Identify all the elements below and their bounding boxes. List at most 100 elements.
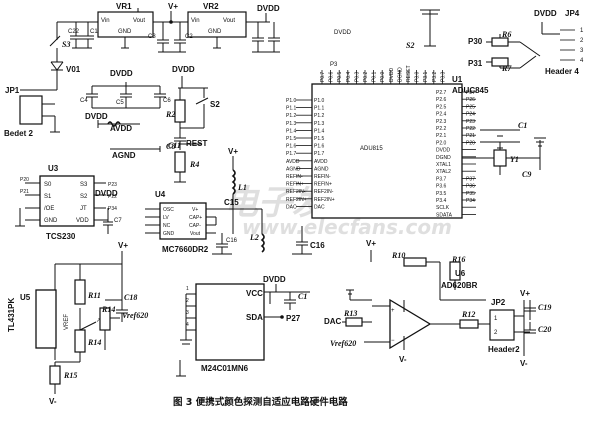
u4-pin-capn: CAP- bbox=[189, 223, 201, 229]
u1-left-net-label: DAC bbox=[286, 204, 297, 210]
u1-left-net-label: P1.1 bbox=[286, 106, 297, 112]
figure-caption: 图 3 便携式颜色探测自适应电路硬件电路 bbox=[173, 396, 348, 408]
u1-top-pin-label: P0.4 bbox=[346, 71, 352, 82]
connector-jp2 bbox=[489, 309, 515, 341]
u4-pin-vplus: V+ bbox=[192, 207, 198, 213]
u3-pin-vdd: VDD bbox=[76, 218, 89, 224]
u1-left-net-label: REFIN+ bbox=[286, 182, 304, 188]
regulator-vr2 bbox=[187, 11, 247, 38]
u1-top-pin-label: P0.3 bbox=[354, 71, 360, 82]
vref620-label: Vref620 bbox=[122, 311, 148, 320]
c6-label: C6 bbox=[163, 98, 171, 104]
u1-left-net-label: P1.2 bbox=[286, 113, 297, 119]
u1-left-pin-label: P1.1 bbox=[314, 106, 325, 112]
u1-left-pin-label: REFIN- bbox=[314, 174, 331, 180]
u1-right-net-label: P36 bbox=[466, 184, 475, 190]
u6-plus-sign: + bbox=[391, 308, 395, 314]
u1-right-pin-label: P2.4 bbox=[436, 112, 447, 118]
u3-net-p23: P23 bbox=[108, 182, 117, 188]
u4-pin-osc: OSC bbox=[163, 207, 174, 213]
u1-left-pin-label: P1.7 bbox=[314, 151, 325, 157]
r16-label: R16 bbox=[451, 255, 465, 264]
u3-tcs230: U3 S0 S1 /OE GND S3 S2 JT VDD P20 P21 P2… bbox=[15, 164, 122, 241]
u4-part: MC7660DR2 bbox=[162, 245, 209, 254]
u1-center-label: ADU815 bbox=[360, 146, 383, 152]
vplus-u6-label: V+ bbox=[366, 239, 376, 248]
jp1-name: Bedet 2 bbox=[4, 129, 33, 138]
u1-ref: U1 bbox=[452, 75, 463, 84]
resistor-r4 bbox=[174, 151, 186, 173]
u1-right-net-label: P22 bbox=[466, 126, 475, 132]
u1-left-pin-label: DAC bbox=[314, 204, 325, 210]
u1-left-net-label: P1.3 bbox=[286, 121, 297, 127]
avdd-label: AVDD bbox=[110, 124, 132, 133]
r7-label: R7 bbox=[501, 64, 512, 73]
u1-right-net-label: P35 bbox=[466, 191, 475, 197]
u1-left-pin-label: P1.4 bbox=[314, 128, 325, 134]
u4-pin-capp: CAP+ bbox=[189, 215, 202, 221]
u1-top-pin-label: P0.7 bbox=[320, 71, 326, 82]
eeprom-pin-a2: 3 bbox=[186, 310, 189, 316]
u1-aduc845: U1 ADUC845 ADU815 DVDD P3 P1.0P1.0P1.1P1… bbox=[286, 30, 489, 219]
c19-label: C19 bbox=[538, 303, 551, 312]
u4-pin-nc: NC bbox=[163, 223, 171, 229]
u1-right-net-label: P27 bbox=[466, 90, 475, 96]
resistor-r3 bbox=[174, 99, 186, 123]
vminus-u6-label: V- bbox=[399, 355, 407, 364]
r4-label: R4 bbox=[189, 160, 199, 169]
u1-left-pin-label: REFIN+ bbox=[314, 182, 332, 188]
dvdd-reset-label: DVDD bbox=[172, 65, 195, 74]
r15-label: R15 bbox=[63, 371, 77, 380]
u1-right-pin-label: P2.3 bbox=[436, 119, 447, 125]
u3-pin-s1: S1 bbox=[44, 194, 52, 200]
u1-top-pin-label: P3.0 bbox=[415, 71, 421, 82]
l2-label: L2 bbox=[249, 233, 259, 242]
dvdd-avdd-label: DVDD bbox=[110, 69, 133, 78]
u3-net-p20: P20 bbox=[20, 177, 29, 183]
u1-chip-body bbox=[311, 83, 463, 219]
c7-label: C7 bbox=[114, 218, 122, 224]
u3-pin-gnd: GND bbox=[44, 218, 58, 224]
u1-right-pin-label: DVDD bbox=[436, 148, 451, 154]
u1-left-net-label: AGND bbox=[286, 166, 301, 172]
jp2-section: JP2 1 2 Header2 V+ C19 C20 V- bbox=[488, 289, 551, 368]
dvdd-mid-label: DVDD bbox=[85, 112, 108, 121]
u1-right-pin-label: XTAL2 bbox=[436, 169, 451, 175]
u1-right-pin-label: P2.0 bbox=[436, 140, 447, 146]
u1-left-net-label: P1.5 bbox=[286, 136, 297, 142]
jp2-label: JP2 bbox=[491, 298, 506, 307]
u3-part: TCS230 bbox=[46, 232, 76, 241]
u3-pin-oe: /OE bbox=[44, 206, 54, 212]
eeprom-part: M24C01MN6 bbox=[201, 364, 249, 373]
u1-top-pin-label: P3.2 bbox=[432, 71, 438, 82]
resistor-r15 bbox=[49, 365, 61, 385]
u1-top-pin-label: P0.5 bbox=[337, 71, 343, 82]
s2-top-label: S2 bbox=[406, 41, 414, 50]
u1-right-pin-label: P3.5 bbox=[436, 191, 447, 197]
u1-top-pin-label: RESET bbox=[406, 65, 412, 82]
u1-right-pin-label: SDATA bbox=[436, 212, 453, 218]
u4-pin-lv: LV bbox=[163, 215, 169, 221]
u1-right-pin-label: P2.7 bbox=[436, 90, 447, 96]
vplus-jp2-label: V+ bbox=[520, 289, 530, 298]
c8-label: C8 bbox=[166, 142, 175, 151]
resistor-r12 bbox=[459, 319, 479, 329]
resistor-r6 bbox=[491, 37, 509, 47]
u1-left-pin-label: REF2IN+ bbox=[314, 197, 335, 203]
vplus-top-label: V+ bbox=[168, 2, 178, 11]
u5-tl431: V+ U5 TL431PK R11 VREF R14 R15 V- ↗ R14 … bbox=[7, 241, 148, 406]
vminus-u5-label: V- bbox=[49, 397, 57, 406]
pot-arrow: ↗ bbox=[96, 318, 101, 324]
u1-right-pin-label: P3.6 bbox=[436, 184, 447, 190]
c1-eeprom-label: C1 bbox=[298, 292, 307, 301]
c1-label: C1 bbox=[90, 29, 98, 35]
u1-left-net-label: AVDD bbox=[286, 159, 300, 165]
u1-right-net-label: P37 bbox=[466, 176, 475, 182]
jp4-label: JP4 bbox=[565, 9, 580, 18]
s3-label: S3 bbox=[62, 40, 70, 49]
r2-label: R2 bbox=[165, 110, 175, 119]
u1-top-pin-label: P0.2 bbox=[363, 71, 369, 82]
